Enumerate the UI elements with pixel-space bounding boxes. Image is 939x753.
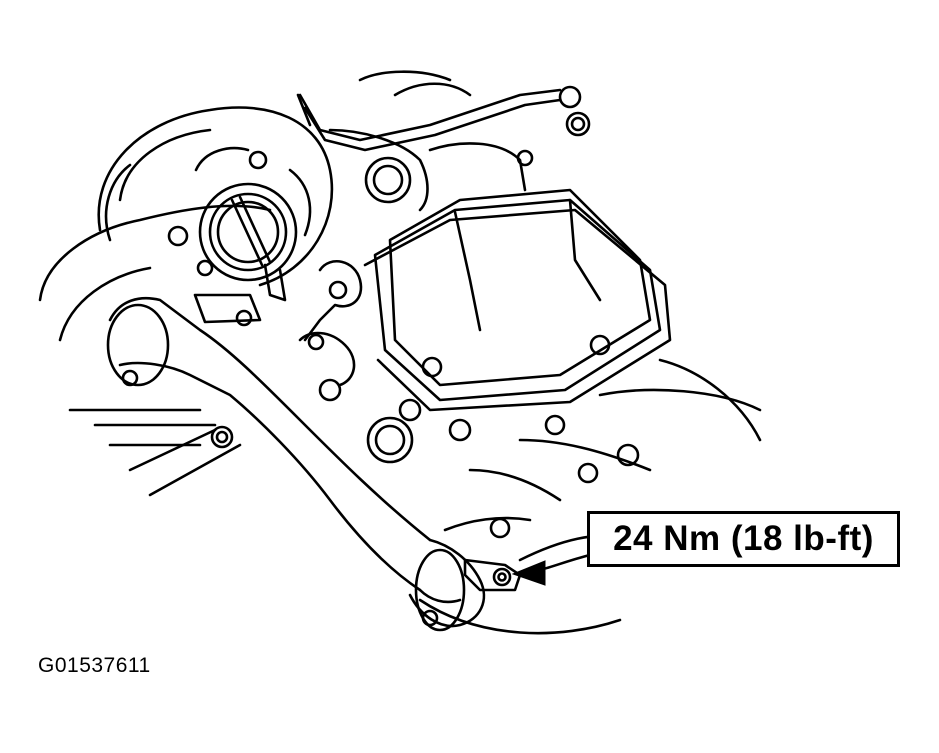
torque-callout-box: 24 Nm (18 lb-ft) (587, 511, 900, 567)
turbocharger (97, 106, 334, 327)
return-pipe-bolt (443, 516, 532, 592)
upper-oil-line (298, 88, 562, 142)
callout-leader-line (538, 553, 592, 572)
torque-spec-label: 24 Nm (18 lb-ft) (613, 519, 874, 558)
callout-arrowhead (511, 560, 546, 586)
valve-cover (363, 188, 672, 442)
engine-block-outline (38, 204, 272, 302)
oil-return-pipe (106, 296, 486, 632)
figure-id-label: G01537611 (38, 654, 151, 677)
